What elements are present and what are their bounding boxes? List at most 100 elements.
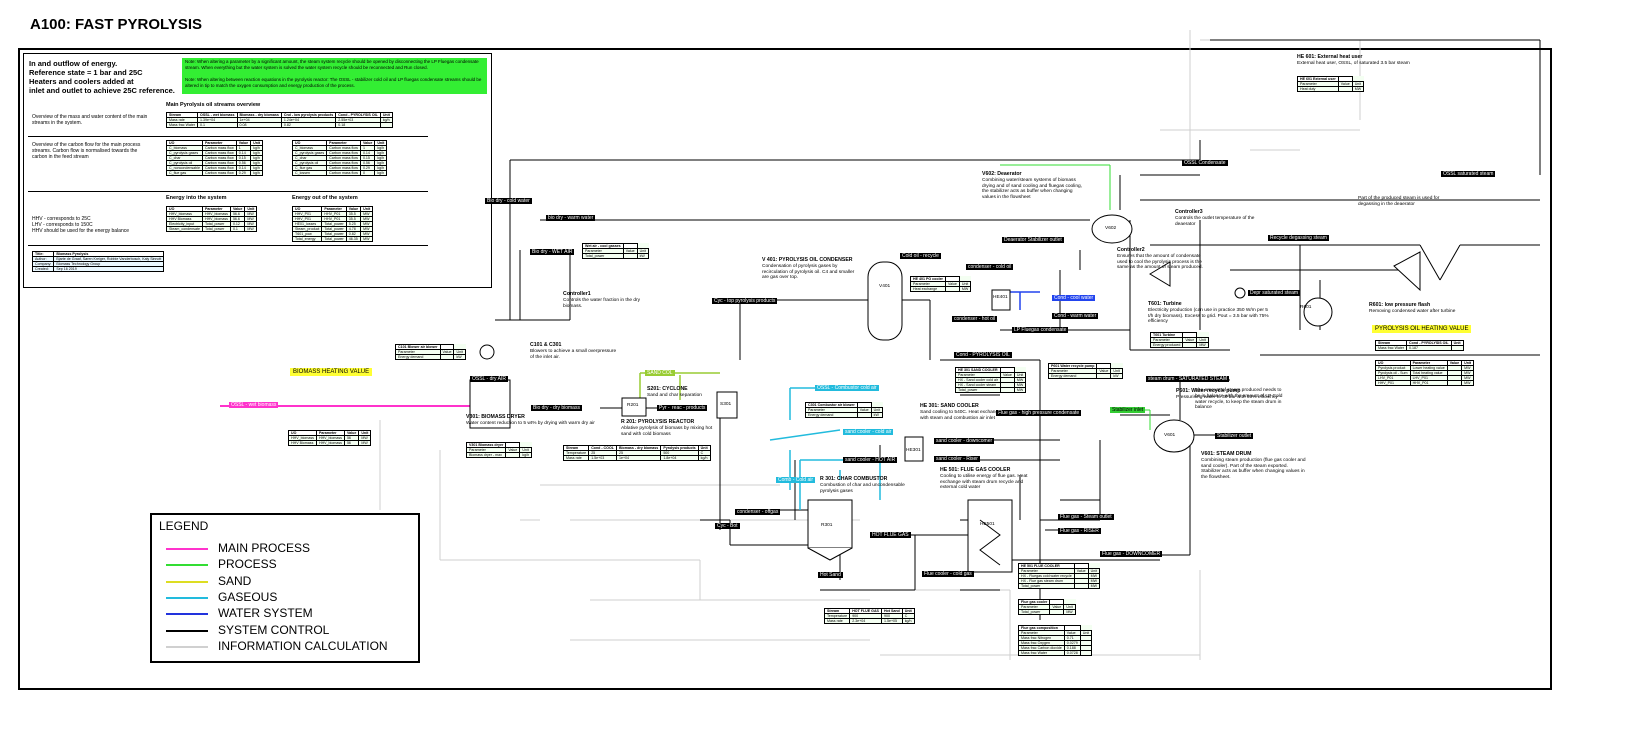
table-cell: 2.3e+04 [849, 618, 882, 624]
legend-swatch [166, 646, 208, 648]
stream-label[interactable]: Bio dry - cold water [485, 198, 532, 204]
table-cell: HE 301 SAND COOLER [955, 367, 1001, 373]
unit-label: S301 [720, 402, 732, 407]
stream-label[interactable]: Cond - PYROLYSIS OIL [954, 352, 1012, 358]
v401-vessel [867, 261, 903, 341]
table-cell: Total_power [582, 253, 624, 259]
table-cell: C_lossen [291, 170, 328, 176]
stream-label[interactable]: bio dry - warm water [546, 215, 596, 221]
stream-label[interactable]: Depr saturated steam [1248, 290, 1301, 296]
legend-label: SYSTEM CONTROL [218, 623, 330, 637]
stream-label[interactable]: Stabilizer outlet [1215, 433, 1254, 439]
stream-label[interactable]: sand cooler - downcomer [934, 438, 995, 444]
stream-label[interactable]: sand cooler - Riser [934, 456, 980, 462]
equipment-title: Controller1 [563, 291, 591, 297]
stream-label[interactable]: condenser - hot oil [952, 316, 998, 322]
equipment-text: Cooling to utilise energy of flue gas. H… [940, 473, 1028, 491]
equipment-title: R 301: CHAR COMBUSTOR [820, 476, 888, 482]
stream-label[interactable]: Pyr - prod [657, 405, 683, 411]
table-cell [1049, 609, 1065, 615]
info-line [379, 30, 1370, 660]
table-cell: Biomass dryer - max [465, 452, 507, 458]
stream-label[interactable]: SAND COL [645, 370, 675, 376]
stream-label[interactable]: Flue cooler - cold gas [922, 571, 974, 577]
stream-label[interactable]: OSSL - wet biomass [229, 402, 279, 408]
table-cell: Total_energy [291, 236, 323, 242]
stream-label[interactable]: Hot Sand [818, 572, 843, 578]
stream-label[interactable]: Deaerator Stabilizer outlet [1002, 237, 1064, 243]
stream-label[interactable]: Flue gas - high pressure condensate [996, 410, 1082, 416]
stream-label[interactable]: OSSL Condensate [1182, 160, 1228, 166]
stream-label[interactable]: OSSL - dry AIR [470, 376, 508, 382]
legend-swatch [166, 564, 208, 566]
stream-label[interactable]: Comb - Cold air [776, 477, 816, 483]
table-cell: C_flue gas [166, 170, 203, 176]
stream-label[interactable]: Flue gas - Steam outlet [1058, 514, 1114, 520]
table-cell: HHV Biomass [288, 440, 317, 446]
equipment-title: S201: CYCLONE [647, 386, 688, 392]
equipment-text: Blowers to achieve a small overpressure … [530, 348, 617, 360]
stream-label[interactable]: Recycle degassing steam [1268, 235, 1329, 241]
he501-vessel [967, 499, 1013, 573]
stream-label[interactable]: condenser - offgas [735, 509, 781, 515]
table-cell: MW [1013, 387, 1027, 393]
he301-unit [904, 436, 924, 462]
stream-label[interactable]: Flue gas - RISER [1058, 528, 1101, 534]
table-cell: kW [636, 253, 650, 259]
legend-label: GASEOUS [218, 590, 278, 604]
legend-item: WATER SYSTEM [166, 606, 416, 622]
stream-label[interactable]: OSSL - Combustor cold air [815, 385, 879, 391]
table-cell [622, 253, 638, 259]
table-cell: Carbon mass flow [326, 150, 361, 156]
section-text: HHV - corresponds to 25C LHV - correspon… [32, 216, 152, 234]
stream-label[interactable]: reac - products [670, 405, 708, 411]
stream-label[interactable]: Cond - cool water [1052, 295, 1096, 301]
table-cell: MW [1461, 380, 1475, 386]
stream-label[interactable]: steam drum - SATURATED STEAM [1146, 376, 1229, 382]
equipment-title: HE 301: SAND COOLER [920, 403, 979, 409]
recycle-note: Part of the produced steam is used for d… [1358, 196, 1440, 207]
stream-label[interactable]: Cold oil - recycle [900, 253, 941, 259]
stream-label[interactable]: Stabilizer inlet [1110, 407, 1146, 413]
stream-label[interactable]: sand cooler - HOT AIR [843, 457, 898, 463]
equipment-title: T601: Turbine [1148, 301, 1182, 307]
stream-label[interactable]: Bio dry - WET AIR [530, 249, 575, 255]
table-cell: kg/h [697, 455, 711, 461]
table-cell: Temperature [823, 613, 851, 619]
stream-label[interactable]: Flue gas - DOWNCOMER [1100, 551, 1163, 557]
info-heading-line: inlet and outlet to achieve 25C referenc… [29, 86, 175, 95]
stream-label[interactable]: HOT FLUE GAS [870, 532, 911, 538]
table-row: Created:Sep 16 2019 [31, 266, 165, 272]
stream-label[interactable]: Cyc - Bot [715, 523, 740, 529]
table-cell: Total_power [321, 226, 347, 232]
stream-label[interactable]: Cond - warm water [1052, 313, 1099, 319]
stream-label[interactable]: LP Fluegas condensate [1012, 327, 1069, 333]
table-cell [1446, 380, 1463, 386]
table-cell: 0.18 [335, 122, 381, 128]
info-heading-line: Heaters and coolers added at [29, 77, 134, 86]
stream-label[interactable]: OSSL saturated steam [1441, 171, 1496, 177]
stream-label[interactable]: Cyc - top pyrolysis products [712, 298, 778, 304]
table-cell: kW [1110, 373, 1123, 379]
table-cell: Hot Sand [880, 608, 903, 614]
stream-label[interactable]: condenser - cold oil [966, 264, 1014, 270]
table-row: Total_power kW [582, 253, 650, 259]
legend-item: INFORMATION CALCULATION [166, 639, 416, 655]
stream-label[interactable]: Bio dry - dry biomass [531, 405, 582, 411]
table-cell: Pyrolysis oil - Sum [1375, 370, 1411, 376]
table-cell: HHV_P01 [1375, 380, 1411, 386]
stream-label[interactable]: sand cooler - cold air [843, 429, 894, 435]
